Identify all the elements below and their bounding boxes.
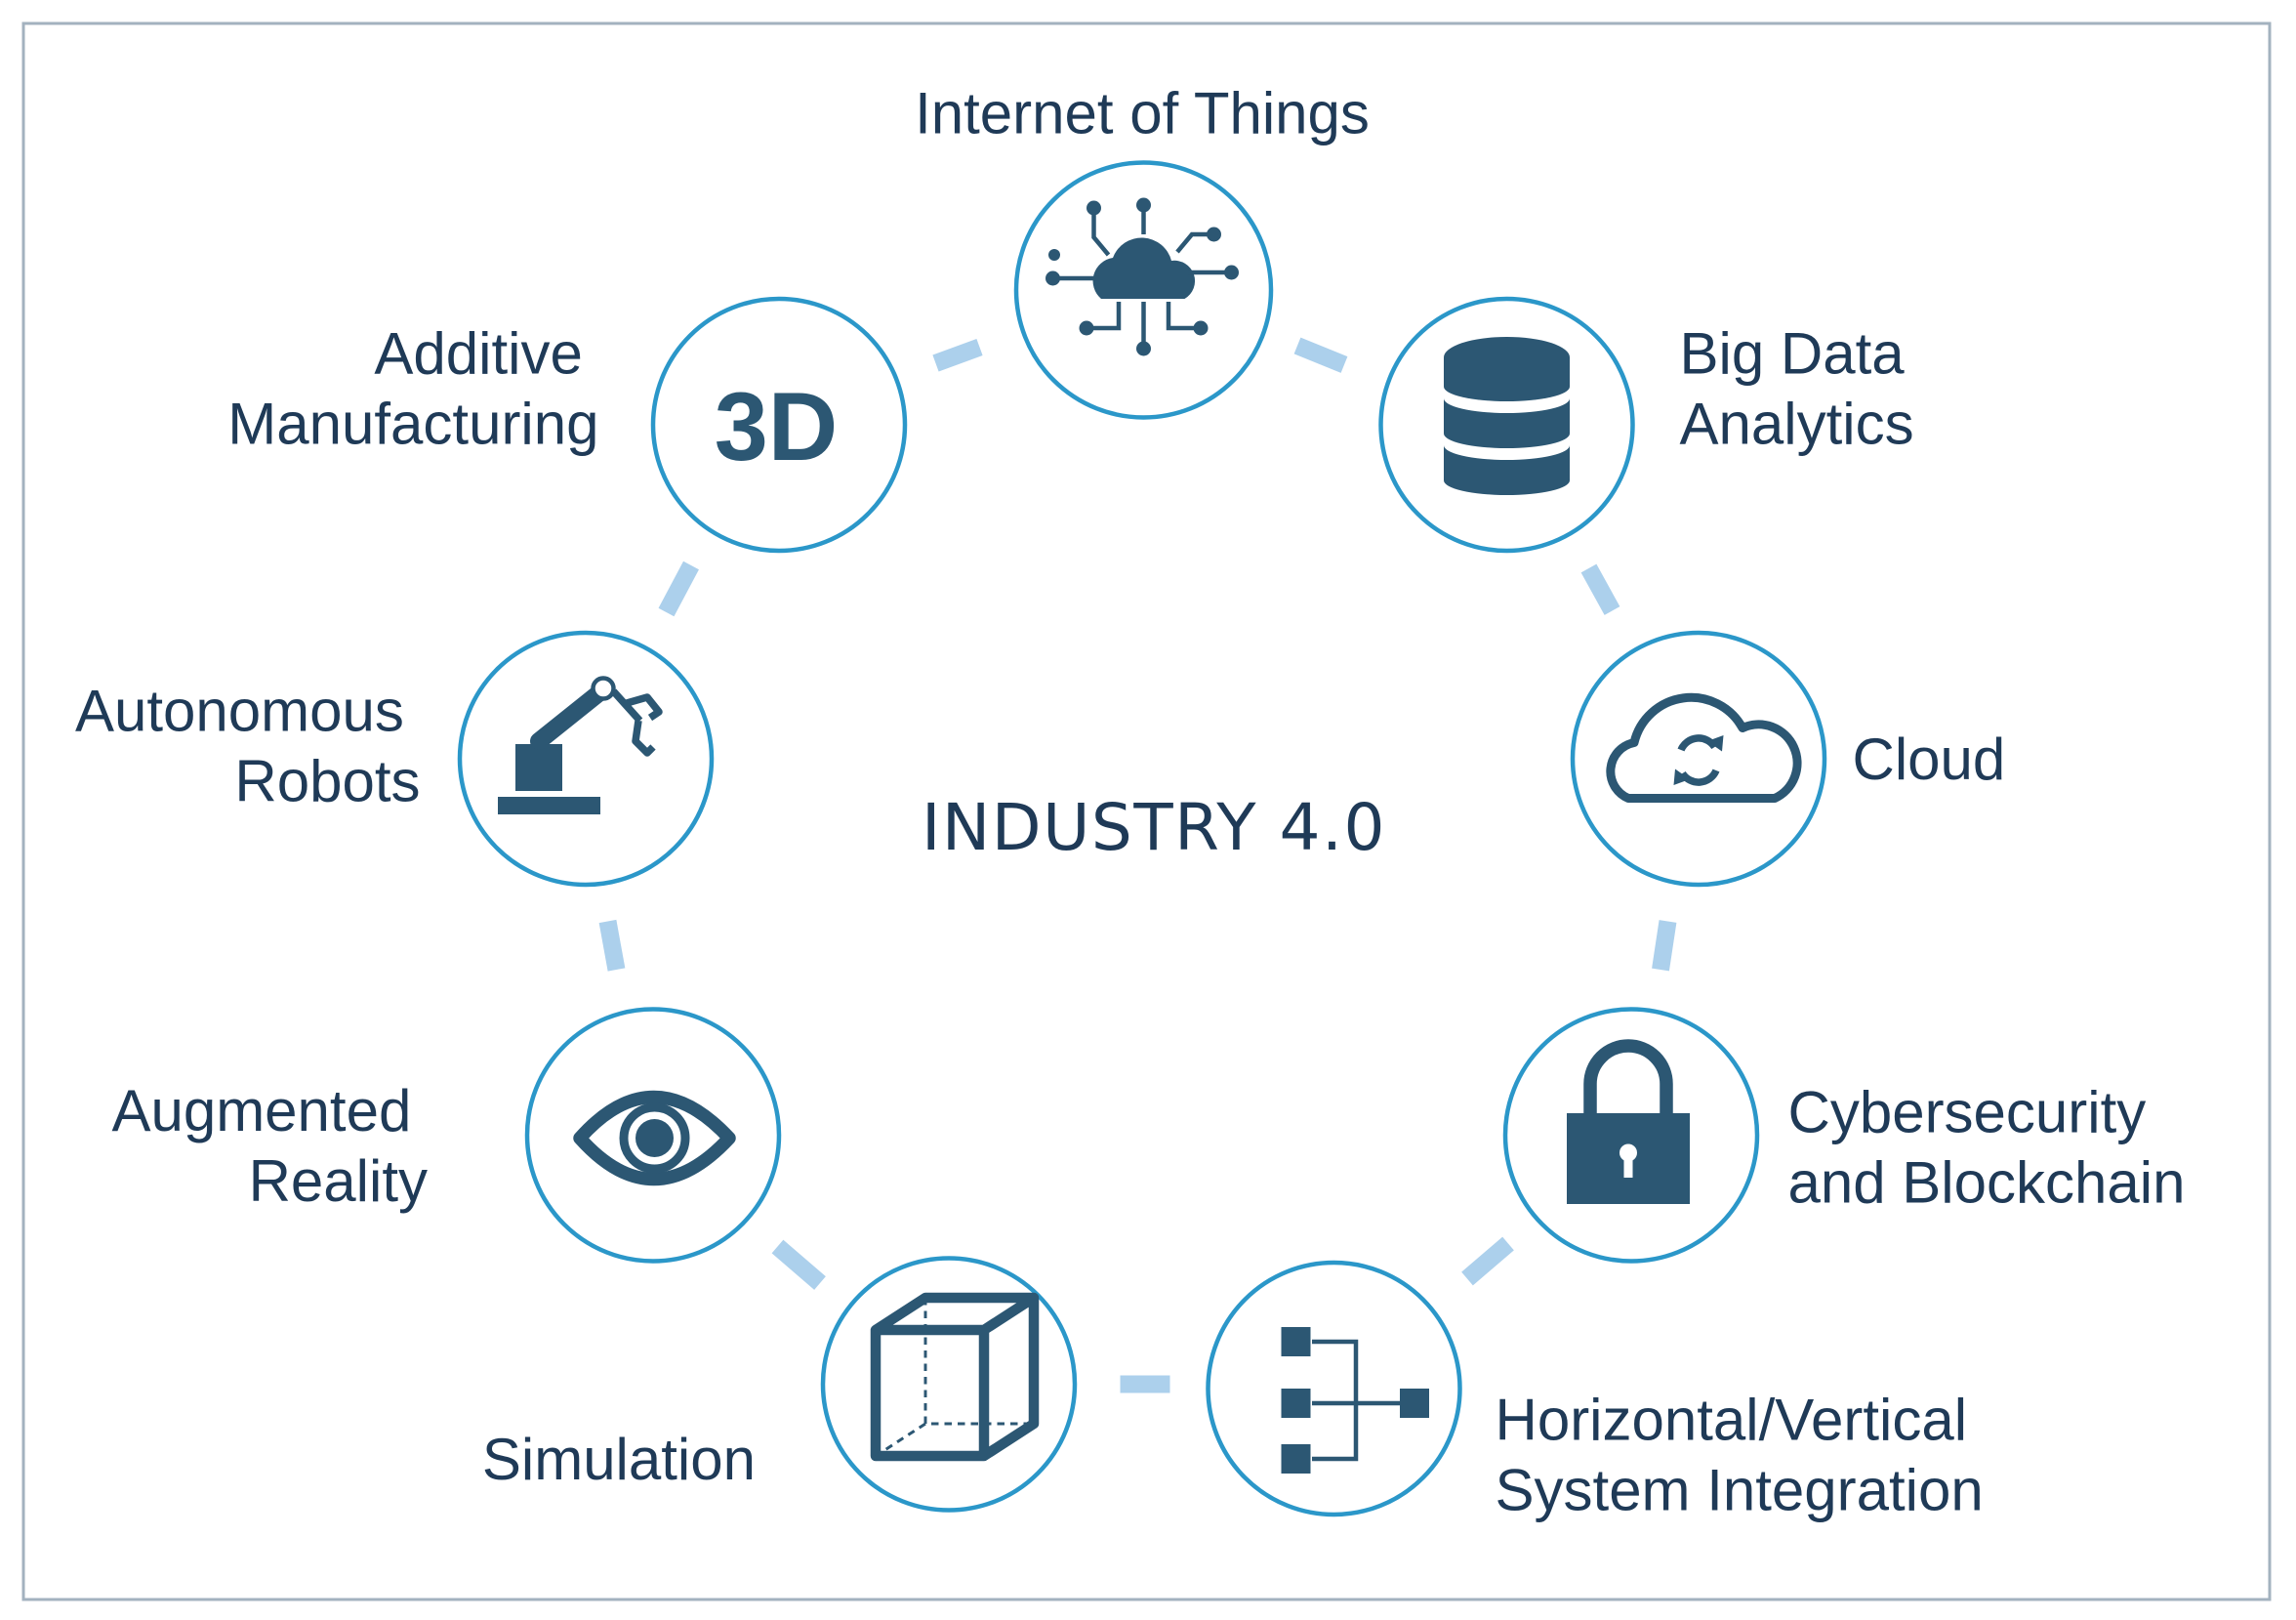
node-robots: Autonomous Robots [75, 630, 715, 888]
node-label: Cybersecurity and Blockchain [1788, 1080, 2186, 1216]
node-label: Big Data Analytics [1680, 321, 1921, 457]
cloud-network-icon [1046, 197, 1239, 356]
node-big-data: Big Data Analytics [1378, 296, 1921, 554]
node-ring [1206, 1260, 1462, 1517]
node-cybersecurity: Cybersecurity and Blockchain [1502, 1007, 2186, 1264]
node-simulation: Simulation [482, 1256, 1078, 1513]
connector-dash [932, 339, 983, 372]
node-ring [1570, 630, 1827, 888]
node-integration: Horizontal/Vertical System Integration [1206, 1260, 1984, 1523]
node-label: Horizontal/Vertical System Integration [1496, 1388, 1984, 1523]
node-additive: 3D Additive Manufacturing [227, 296, 908, 554]
connector-dash [771, 1239, 826, 1290]
3d-icon: 3D [715, 372, 839, 480]
node-label: Simulation [482, 1427, 756, 1492]
node-ring [457, 630, 715, 888]
hierarchy-icon [1281, 1327, 1429, 1474]
node-cloud: Cloud [1570, 630, 2006, 888]
node-label: Autonomous Robots [75, 679, 421, 814]
node-ring [650, 296, 908, 554]
connector-dash [598, 919, 626, 972]
eye-icon [573, 1090, 736, 1186]
connector-dash [1580, 563, 1620, 615]
diagram-title: INDUSTRY 4.0 [922, 790, 1386, 865]
connector-dash [1293, 337, 1348, 373]
node-iot: Internet of Things [915, 81, 1370, 420]
connector-dash [658, 561, 699, 617]
node-label: Augmented Reality [111, 1078, 428, 1214]
cloud-sync-icon [1606, 692, 1802, 803]
node-label: Cloud [1853, 727, 2006, 792]
connector-dash [1461, 1236, 1514, 1286]
padlock-icon [1567, 1039, 1690, 1204]
database-icon [1444, 337, 1570, 495]
node-label: Additive Manufacturing [227, 321, 598, 457]
cube-icon [870, 1292, 1040, 1462]
node-label: Internet of Things [915, 81, 1370, 146]
connectors [598, 337, 1677, 1393]
connector-dash [1652, 920, 1677, 972]
node-augmented-reality: Augmented Reality [111, 1007, 782, 1264]
robot-arm-icon [498, 676, 663, 814]
